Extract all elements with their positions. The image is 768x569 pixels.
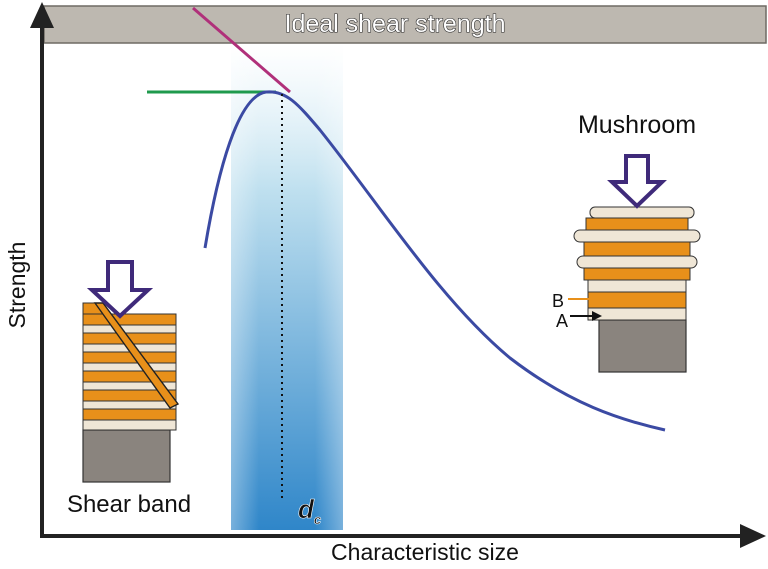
ideal-shear-strength-banner: Ideal shear strength bbox=[43, 5, 767, 44]
marker-b-arrow-icon bbox=[590, 294, 600, 304]
y-axis-arrow-icon bbox=[30, 2, 54, 28]
marker-b-label: B bbox=[552, 291, 564, 311]
marker-a-label: A bbox=[556, 311, 568, 331]
left-layers bbox=[82, 313, 177, 431]
banner-label: Ideal shear strength bbox=[285, 10, 506, 38]
right-substrate bbox=[598, 319, 687, 373]
critical-size-band bbox=[231, 44, 343, 530]
y-axis-label: Strength bbox=[4, 242, 30, 329]
right-indenter-arrow-icon bbox=[607, 154, 667, 209]
strength-curve bbox=[203, 90, 666, 432]
critical-size-label: dc bbox=[298, 494, 322, 527]
shear-band-label: Shear band bbox=[67, 491, 191, 518]
x-axis-label: Characteristic size bbox=[331, 539, 519, 564]
shear-band-pillar bbox=[82, 260, 180, 483]
ideal-strength-limit-line bbox=[192, 6, 291, 94]
mushroom-label: Mushroom bbox=[578, 111, 696, 139]
left-indenter-arrow-icon bbox=[86, 260, 154, 319]
mushroom-pillar bbox=[568, 154, 701, 373]
left-substrate bbox=[82, 429, 171, 483]
marker-a-arrow-icon bbox=[592, 311, 602, 321]
axes bbox=[30, 2, 766, 548]
shear-band-stripe bbox=[93, 302, 180, 409]
x-axis-arrow-icon bbox=[740, 524, 766, 548]
